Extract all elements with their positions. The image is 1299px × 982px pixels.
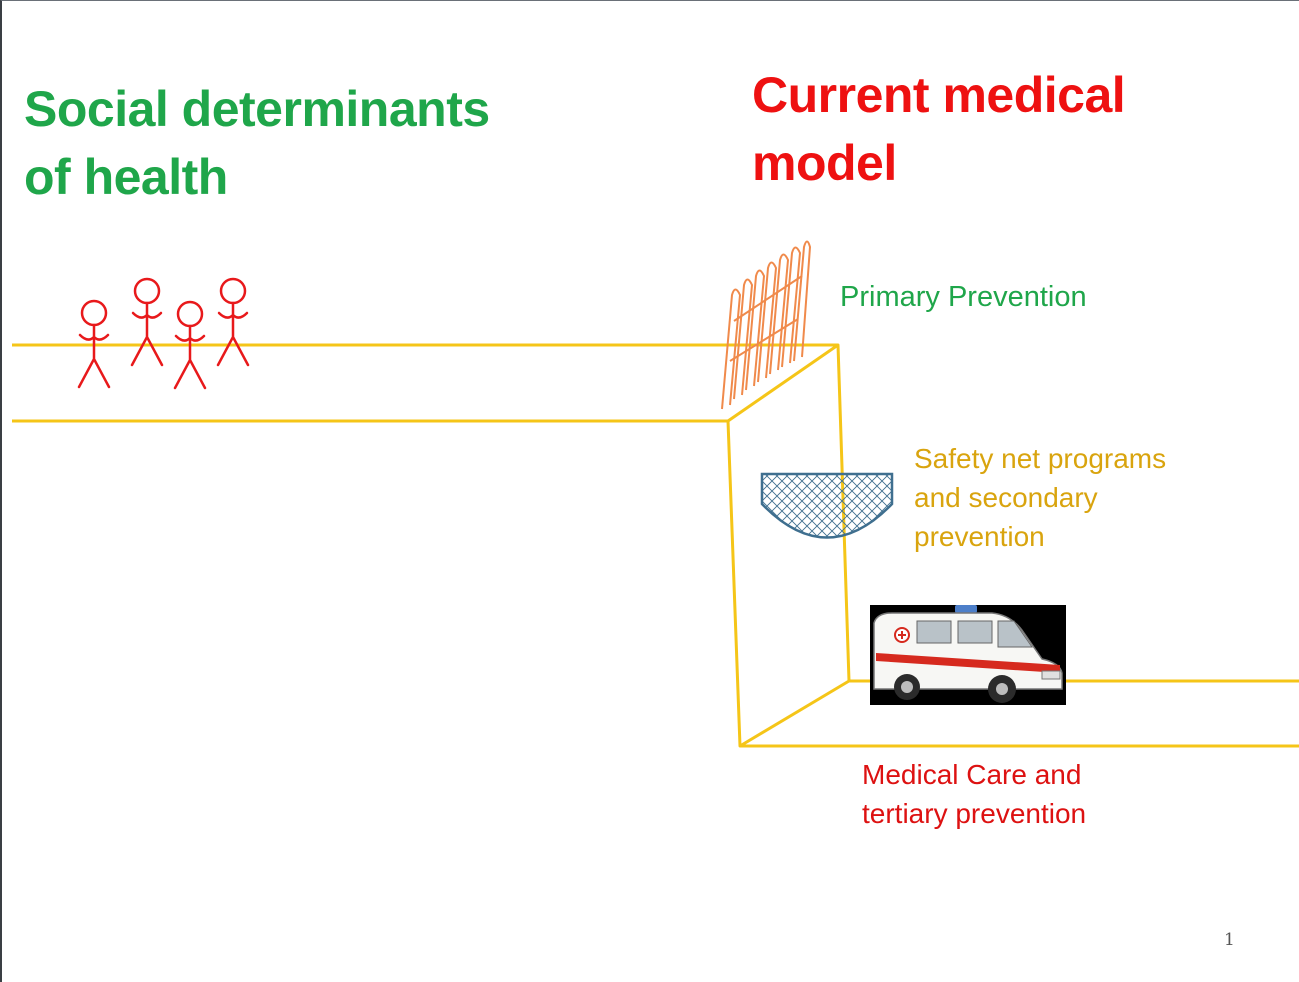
- safety-line-1: Safety net programs: [914, 443, 1167, 474]
- stick-figure-icon: [130, 277, 164, 367]
- cliff-front-edge: [12, 419, 1299, 748]
- label-primary-prevention: Primary Prevention: [840, 281, 1087, 313]
- title-current-medical-model: Current medical model: [752, 61, 1126, 197]
- people-group: [77, 277, 250, 390]
- stick-figure-icon: [77, 299, 111, 389]
- medical-line-1: Medical Care and: [862, 759, 1082, 790]
- fence-icon: [721, 240, 812, 410]
- safety-net-icon: [760, 472, 894, 539]
- page-number: 1: [1224, 930, 1235, 950]
- title-right-line-2: model: [752, 135, 897, 191]
- medical-line-2: tertiary prevention: [862, 798, 1087, 829]
- title-right-line-1: Current medical: [752, 67, 1126, 123]
- title-left-line-2: of health: [24, 149, 228, 205]
- stick-figure-icon: [216, 277, 250, 367]
- stick-figure-icon: [173, 300, 207, 390]
- label-medical-care: Medical Care and tertiary prevention: [862, 755, 1086, 833]
- title-left-line-1: Social determinants: [24, 81, 490, 137]
- label-safety-net: Safety net programs and secondary preven…: [914, 439, 1166, 556]
- cliff-bottom-diagonal: [739, 679, 850, 748]
- ambulance-icon: [870, 605, 1066, 705]
- safety-line-2: and secondary: [914, 482, 1098, 513]
- title-social-determinants: Social determinants of health: [24, 75, 490, 211]
- safety-line-3: prevention: [914, 521, 1045, 552]
- cliff-top-diagonal: [727, 343, 839, 423]
